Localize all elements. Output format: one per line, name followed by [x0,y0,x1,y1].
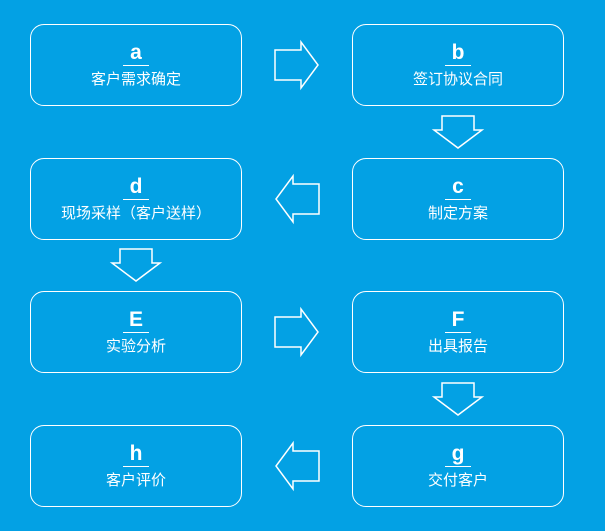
step-c-label: 制定方案 [427,204,488,223]
step-g-underline [445,465,471,468]
arrow-down-icon [109,248,163,282]
step-a-label: 客户需求确定 [90,70,181,89]
step-c-box: c 制定方案 [352,158,564,240]
step-e-letter: E [128,307,143,331]
step-e-label: 实验分析 [105,337,166,356]
step-g-label: 交付客户 [427,471,488,490]
step-c-letter: c [452,174,464,198]
step-e-underline [123,331,149,334]
step-f-underline [445,331,471,334]
step-d-letter: d [129,174,143,198]
step-g-box: g 交付客户 [352,425,564,507]
step-f-box: F 出具报告 [352,291,564,373]
step-b-letter: b [451,40,465,64]
step-b-label: 签订协议合同 [412,70,503,89]
step-b-underline [445,64,471,67]
step-d-underline [123,198,149,201]
arrow-left-icon [275,173,320,225]
step-e-box: E 实验分析 [30,291,242,373]
step-g-letter: g [451,441,465,465]
step-d-box: d 现场采样（客户送样） [30,158,242,240]
arrow-down-icon [431,382,485,416]
step-b-box: b 签订协议合同 [352,24,564,106]
step-h-box: h 客户评价 [30,425,242,507]
step-c-underline [445,198,471,201]
arrow-right-icon [274,306,319,358]
arrow-right-icon [274,39,319,91]
arrow-down-icon [431,115,485,149]
step-h-underline [123,465,149,468]
step-f-label: 出具报告 [427,337,488,356]
arrow-left-icon [275,440,320,492]
step-d-label: 现场采样（客户送样） [60,204,211,223]
step-f-letter: F [451,307,465,331]
step-h-letter: h [129,441,143,465]
step-h-label: 客户评价 [105,471,166,490]
step-a-letter: a [130,40,142,64]
step-a-underline [123,64,149,67]
step-a-box: a 客户需求确定 [30,24,242,106]
